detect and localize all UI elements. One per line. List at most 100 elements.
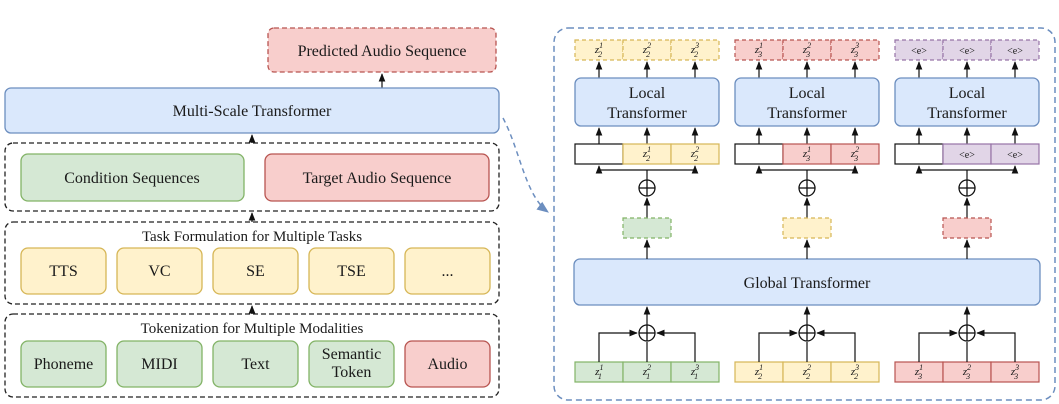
merge-right <box>976 329 1016 362</box>
sum-node-global <box>638 324 656 342</box>
predicted-audio-box <box>267 27 497 73</box>
local-transformer-box <box>574 77 720 127</box>
fanout-right <box>967 165 1019 174</box>
modality-box <box>116 340 203 388</box>
modality-label: Audio <box>428 356 468 373</box>
concat-blank-cell <box>574 143 624 165</box>
sum-node-global <box>958 324 976 342</box>
global-transformer-label: Global Transformer <box>744 275 871 292</box>
local-transformer-label-line1: Local <box>949 85 986 102</box>
task-formulation-title: Task Formulation for Multiple Tasks <box>142 229 362 245</box>
multi-scale-transformer-box <box>4 87 500 134</box>
merge-left <box>758 329 798 362</box>
local-transformer-label-line1: Local <box>629 85 666 102</box>
end-token: <e> <box>959 46 975 57</box>
task-label: ... <box>442 263 454 280</box>
target-audio-label: Target Audio Sequence <box>303 170 452 187</box>
local-transformer-box <box>734 77 880 127</box>
fanout-left <box>595 165 647 174</box>
condition-sequences-label: Condition Sequences <box>64 170 200 187</box>
concat-token-cell <box>990 143 1040 165</box>
end-token: <e> <box>911 46 927 57</box>
modality-box <box>404 340 491 388</box>
sum-node-local <box>958 179 976 197</box>
task-label: TSE <box>337 263 365 280</box>
fanout-left <box>755 165 807 174</box>
sum-node-local <box>638 179 656 197</box>
tokenization-group <box>4 313 500 398</box>
modality-box <box>212 340 299 388</box>
sum-node-global <box>798 324 816 342</box>
output-token-cell <box>670 39 720 61</box>
end-token: <e> <box>1007 150 1023 161</box>
global-hidden-vector <box>622 217 672 239</box>
global-hidden-vector <box>942 217 992 239</box>
end-token: <e> <box>959 150 975 161</box>
modality-label: MIDI <box>141 356 177 373</box>
output-token-cell <box>990 39 1040 61</box>
fanout-right <box>807 165 859 174</box>
global-hidden-vector <box>782 217 832 239</box>
concat-blank-cell <box>734 143 784 165</box>
concat-blank-cell <box>894 143 944 165</box>
target-audio-box <box>264 153 490 202</box>
local-transformer-label-line2: Transformer <box>767 105 847 122</box>
task-box <box>404 247 491 295</box>
zoom-connector-arrow <box>502 117 549 213</box>
local-transformer-label-line2: Transformer <box>927 105 1007 122</box>
tokenization-title: Tokenization for Multiple Modalities <box>141 321 364 337</box>
concat-token-cell <box>830 143 880 165</box>
task-box <box>20 247 107 295</box>
fanout-left <box>915 165 967 174</box>
merge-right <box>656 329 696 362</box>
predicted-audio-label: Predicted Audio Sequence <box>298 43 467 60</box>
modality-label: Phoneme <box>34 356 94 373</box>
merge-right <box>816 329 856 362</box>
merge-left <box>598 329 638 362</box>
left-panel: Predicted Audio Sequence Multi-Scale Tra… <box>4 27 500 398</box>
local-transformer-label-line2: Transformer <box>607 105 687 122</box>
sum-node-local <box>798 179 816 197</box>
task-formulation-group <box>4 221 500 305</box>
end-token: <e> <box>1007 46 1023 57</box>
multi-scale-transformer-label: Multi-Scale Transformer <box>173 103 332 120</box>
task-box <box>116 247 203 295</box>
local-transformer-label-line1: Local <box>789 85 826 102</box>
modality-box <box>20 340 107 388</box>
sequences-group <box>4 142 500 212</box>
output-token-cell <box>830 39 880 61</box>
task-label: SE <box>246 263 265 280</box>
modality-box <box>308 340 395 388</box>
task-box <box>308 247 395 295</box>
condition-sequences-box <box>20 153 245 202</box>
task-box <box>212 247 299 295</box>
fanout-right <box>647 165 699 174</box>
